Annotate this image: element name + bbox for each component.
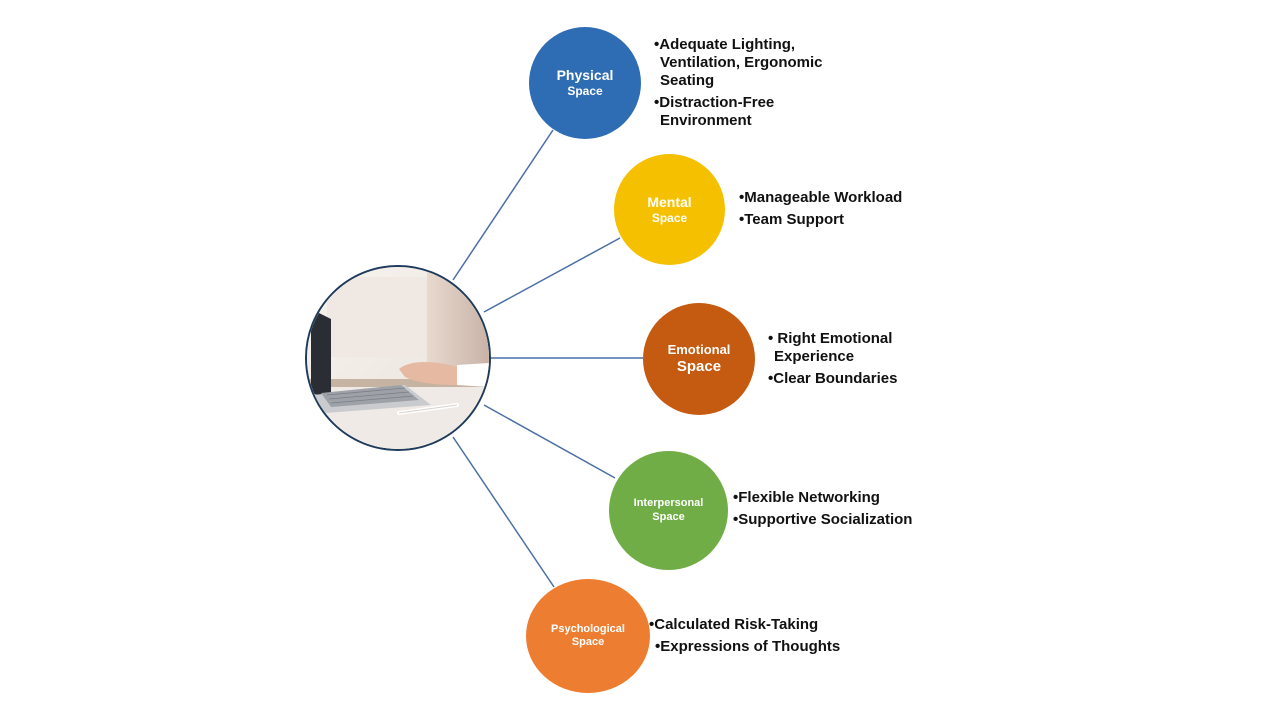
connector-psychological <box>452 436 555 588</box>
mental-space-title: Mental <box>647 193 692 210</box>
bullet-line: •Clear Boundaries <box>768 370 898 387</box>
laptop-illustration <box>307 267 489 449</box>
bullet-item: •Calculated Risk-Taking <box>649 616 840 634</box>
connector-interpersonal <box>483 404 616 479</box>
bullet-item: •Flexible Networking <box>733 489 912 507</box>
psychological-space-node: Psychological Space <box>526 579 650 693</box>
bullet-line: •Adequate Lighting, <box>654 36 796 53</box>
bullet-line: •Manageable Workload <box>739 189 903 206</box>
emotional-space-subtitle: Space <box>676 357 722 375</box>
mental-space-subtitle: Space <box>651 210 688 225</box>
bullet-item: •Adequate Lighting, Ventilation, Ergonom… <box>654 36 823 90</box>
bullet-line: Ventilation, Ergonomic <box>660 54 823 71</box>
bullet-line: •Distraction-Free <box>654 94 775 111</box>
connector-physical <box>452 129 554 281</box>
laptop-typing-photo <box>305 265 491 451</box>
bullet-line: • Right Emotional <box>768 330 893 347</box>
connector-mental <box>483 237 621 313</box>
emotional-space-bullets: • Right Emotional Experience •Clear Boun… <box>768 330 897 392</box>
bullet-line: •Flexible Networking <box>733 489 880 506</box>
bullet-line: •Expressions of Thoughts <box>655 638 841 655</box>
bullet-item: • Right Emotional Experience <box>768 330 897 366</box>
physical-space-title: Physical <box>556 67 614 84</box>
physical-space-bullets: •Adequate Lighting, Ventilation, Ergonom… <box>654 36 823 134</box>
interpersonal-space-title: Interpersonal <box>633 497 704 510</box>
bullet-item: •Distraction-Free Environment <box>654 94 823 130</box>
emotional-space-title: Emotional <box>667 342 731 358</box>
bullet-item: •Team Support <box>739 211 902 229</box>
psychological-space-subtitle: Space <box>571 636 605 648</box>
physical-space-node: Physical Space <box>529 27 641 139</box>
bullet-line: Environment <box>660 112 752 129</box>
bullet-item: •Supportive Socialization <box>733 511 912 529</box>
bullet-item: •Expressions of Thoughts <box>649 638 840 656</box>
interpersonal-space-node: Interpersonal Space <box>609 451 728 570</box>
mental-space-bullets: •Manageable Workload •Team Support <box>739 189 902 233</box>
bullet-line: •Team Support <box>739 211 844 228</box>
bullet-line: •Supportive Socialization <box>733 511 913 528</box>
bullet-line: Experience <box>774 348 855 365</box>
physical-space-subtitle: Space <box>567 84 603 99</box>
psychological-space-title: Psychological <box>551 622 625 635</box>
bullet-line: •Calculated Risk-Taking <box>649 616 819 633</box>
bullet-item: •Manageable Workload <box>739 189 902 207</box>
bullet-line: Seating <box>660 72 715 89</box>
interpersonal-space-subtitle: Space <box>652 510 685 523</box>
bullet-item: •Clear Boundaries <box>768 370 897 388</box>
interpersonal-space-bullets: •Flexible Networking •Supportive Sociali… <box>733 489 912 533</box>
psychological-space-bullets: •Calculated Risk-Taking •Expressions of … <box>649 616 840 660</box>
mental-space-node: Mental Space <box>614 154 725 265</box>
emotional-space-node: Emotional Space <box>643 303 755 415</box>
